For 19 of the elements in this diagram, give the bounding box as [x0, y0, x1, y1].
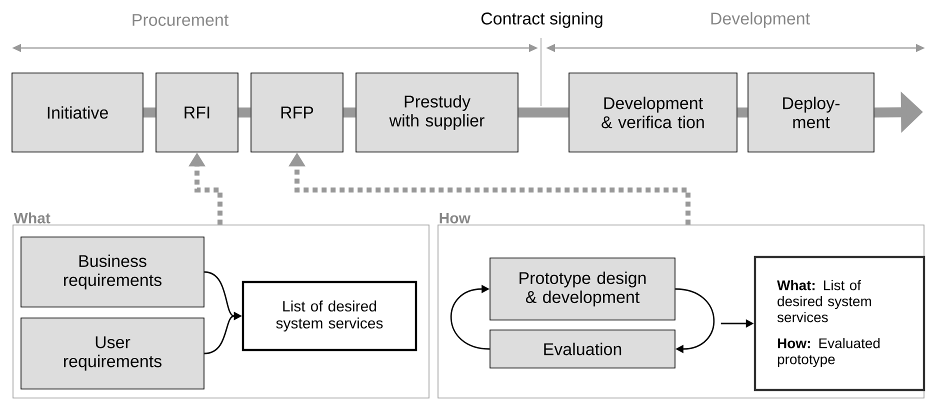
process-box: RFP: [250, 72, 344, 152]
result-box: What: List of desired system services How: Evaluated prototype: [754, 256, 926, 392]
arrow: [675, 288, 714, 354]
process-box: Evaluation: [490, 330, 676, 368]
arrow: [450, 284, 490, 350]
phase-label: Procurement: [132, 14, 229, 26]
node-label: What: [14, 212, 50, 224]
phase-label: Contract signing: [481, 12, 602, 28]
process-box: Deploy- ment: [748, 72, 874, 152]
process-box: User requirements: [20, 318, 204, 390]
process-box: Development & verifica tion: [568, 72, 738, 152]
process-box: Prototype design & development: [490, 258, 676, 320]
phase-label: Development: [711, 12, 810, 28]
process-box: Business requirements: [20, 236, 204, 308]
result-box: List of desired system services: [242, 280, 418, 352]
process-box: Initiative: [12, 72, 144, 152]
process-box: Prestudy with supplier: [356, 72, 518, 152]
node-label: How: [440, 212, 470, 224]
process-box: RFI: [156, 72, 238, 152]
